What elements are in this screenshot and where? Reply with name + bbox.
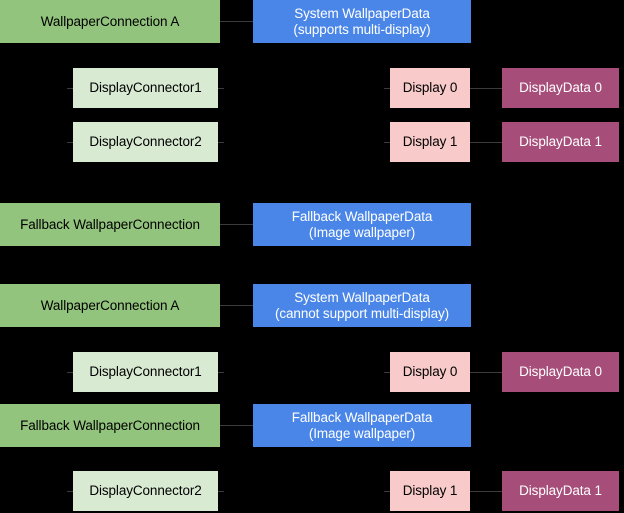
node-display-0-bottom: Display 0 bbox=[390, 352, 470, 392]
connector-line bbox=[384, 491, 390, 492]
connector-line bbox=[67, 491, 73, 492]
node-display-data-1-bottom: DisplayData 1 bbox=[502, 471, 619, 511]
node-display-connector1-top: DisplayConnector1 bbox=[73, 68, 218, 108]
node-display-connector1-bottom: DisplayConnector1 bbox=[73, 352, 218, 392]
connector-line bbox=[220, 305, 253, 306]
connector-line bbox=[384, 88, 390, 89]
connector-line bbox=[67, 88, 73, 89]
node-system-wallpaperdata-supports: System WallpaperData (supports multi-dis… bbox=[253, 0, 471, 43]
node-display-data-0-top: DisplayData 0 bbox=[502, 68, 619, 108]
connector-line bbox=[218, 372, 224, 373]
connector-line bbox=[384, 372, 390, 373]
connector-line bbox=[220, 425, 253, 426]
connector-line bbox=[67, 372, 73, 373]
connector-line bbox=[218, 142, 224, 143]
connector-line bbox=[470, 142, 502, 143]
node-display-0-top: Display 0 bbox=[390, 68, 470, 108]
node-fallback-wallpaperdata-bottom: Fallback WallpaperData (Image wallpaper) bbox=[253, 404, 471, 447]
connector-line bbox=[384, 142, 390, 143]
node-display-1-top: Display 1 bbox=[390, 122, 470, 162]
connector-line bbox=[220, 21, 253, 22]
connector-line bbox=[470, 491, 502, 492]
node-display-data-1-top: DisplayData 1 bbox=[502, 122, 619, 162]
node-wallpaper-connection-a-top: WallpaperConnection A bbox=[0, 0, 220, 43]
node-wallpaper-connection-a-bottom: WallpaperConnection A bbox=[0, 284, 220, 327]
node-fallback-wallpaper-connection-top: Fallback WallpaperConnection bbox=[0, 203, 220, 246]
connector-line bbox=[218, 88, 224, 89]
node-display-connector2-top: DisplayConnector2 bbox=[73, 122, 218, 162]
connector-line bbox=[470, 88, 502, 89]
node-display-data-0-bottom: DisplayData 0 bbox=[502, 352, 619, 392]
node-fallback-wallpaperdata-top: Fallback WallpaperData (Image wallpaper) bbox=[253, 203, 471, 246]
connector-line bbox=[67, 142, 73, 143]
connector-line bbox=[470, 372, 502, 373]
node-fallback-wallpaper-connection-bottom: Fallback WallpaperConnection bbox=[0, 404, 220, 447]
connector-line bbox=[218, 491, 224, 492]
connector-line bbox=[220, 224, 253, 225]
node-display-1-bottom: Display 1 bbox=[390, 471, 470, 511]
node-display-connector2-bottom: DisplayConnector2 bbox=[73, 471, 218, 511]
node-system-wallpaperdata-cannot: System WallpaperData (cannot support mul… bbox=[253, 284, 471, 327]
